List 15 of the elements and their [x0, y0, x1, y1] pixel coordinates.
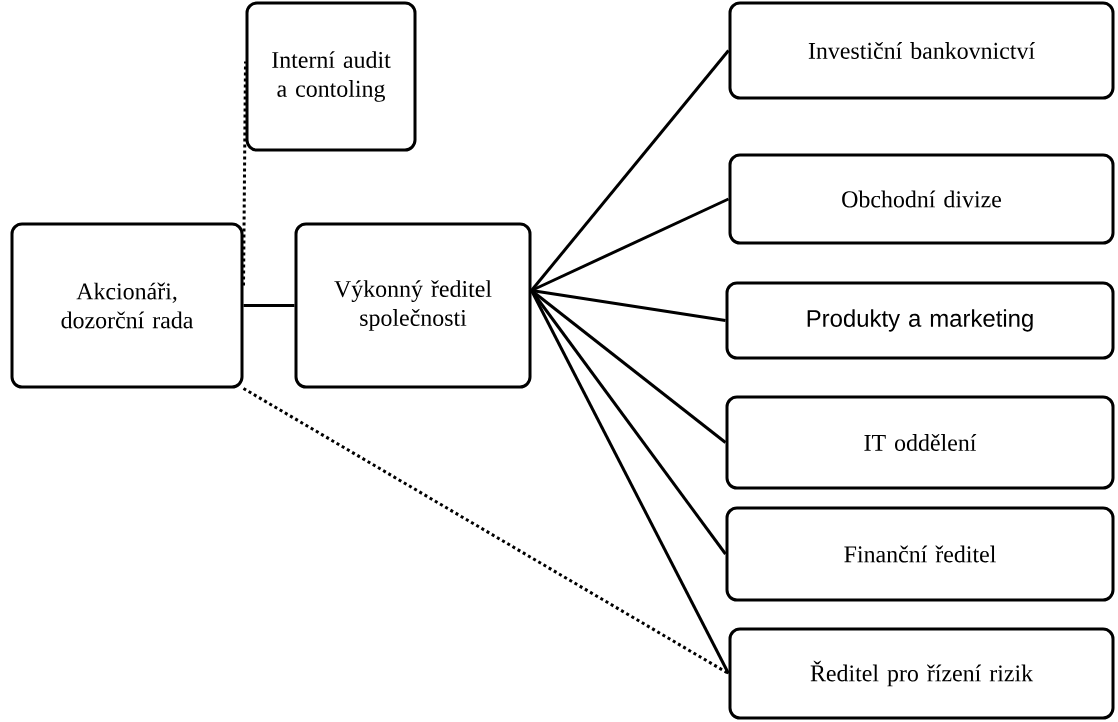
org-box: Finanční ředitel	[725, 506, 1115, 602]
connector-line	[243, 304, 295, 307]
org-box: Akcionáři, dozorční rada	[10, 222, 244, 389]
org-box: Obchodní divize	[728, 153, 1115, 245]
org-box: Investiční bankovnictví	[728, 1, 1115, 100]
org-box: Interní audit a contoling	[245, 1, 417, 152]
org-box: Výkonný ředitel společnosti	[294, 222, 532, 389]
connector-line	[242, 61, 247, 286]
org-box: Ředitel pro řízení rizik	[728, 627, 1115, 720]
connector-line	[530, 49, 730, 292]
connector-line	[530, 289, 730, 675]
org-box: Produkty a marketing	[725, 281, 1115, 360]
connector-line	[242, 387, 730, 675]
org-box: IT oddělení	[725, 395, 1115, 490]
connector-line	[531, 289, 726, 322]
